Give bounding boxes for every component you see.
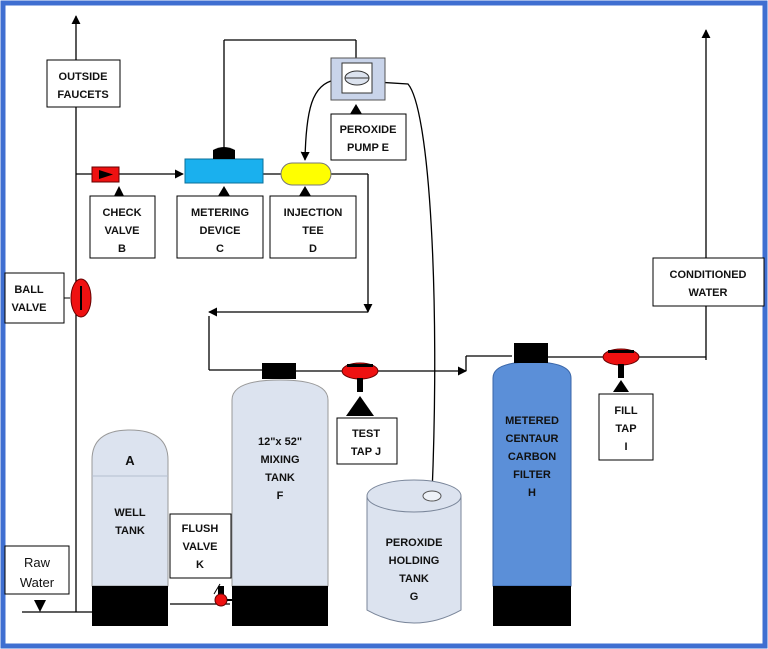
label-test-tap: TEST TAP J bbox=[336, 417, 398, 465]
carbon-filter-head bbox=[514, 343, 548, 363]
outside-faucets-line-1: OUTSIDE bbox=[59, 71, 108, 83]
test-tap-line-2: TAP J bbox=[351, 446, 381, 458]
fill-tap bbox=[602, 348, 640, 392]
label-injection-tee: INJECTION TEE D bbox=[269, 195, 357, 259]
ball-valve-line-1: BALL bbox=[14, 284, 44, 296]
carbon-filter-label-2: CENTAUR bbox=[506, 433, 559, 445]
carbon-filter-label-5: H bbox=[528, 487, 536, 499]
metering-device-line-3: C bbox=[216, 243, 224, 255]
flush-valve-line-2: VALVE bbox=[182, 541, 217, 553]
flush-valve-line-1: FLUSH bbox=[182, 523, 219, 535]
metering-device-line-1: METERING bbox=[191, 207, 249, 219]
label-flush-valve: FLUSH VALVE K bbox=[169, 513, 232, 579]
well-tank: A WELL TANK bbox=[91, 429, 169, 626]
mixing-tank-head bbox=[262, 363, 296, 379]
ball-valve-line-2: VALVE bbox=[11, 302, 46, 314]
metering-device-line-2: DEVICE bbox=[200, 225, 241, 237]
label-outside-faucets: OUTSIDE FAUCETS bbox=[46, 59, 121, 108]
raw-water-pointer bbox=[34, 600, 46, 612]
test-tap-line-1: TEST bbox=[352, 428, 380, 440]
holding-tank-label-2: HOLDING bbox=[389, 555, 440, 567]
outside-faucets-line-2: FAUCETS bbox=[57, 89, 108, 101]
mixing-tank: 12"x 52" MIXING TANK F bbox=[231, 363, 329, 626]
raw-water-line-1: Raw bbox=[24, 555, 51, 570]
mixing-tank-label-2: MIXING bbox=[260, 454, 299, 466]
well-tank-label-2: TANK bbox=[115, 525, 145, 537]
label-raw-water: Raw Water bbox=[4, 545, 70, 595]
fill-tap-line-2: TAP bbox=[615, 423, 636, 435]
peroxide-pump-line-1: PEROXIDE bbox=[340, 124, 397, 136]
mixing-tank-base bbox=[232, 586, 328, 626]
peroxide-pump bbox=[330, 57, 386, 114]
peroxide-pump-line-2: PUMP E bbox=[347, 142, 389, 154]
flush-valve-line-3: K bbox=[196, 559, 204, 571]
ball-valve bbox=[70, 278, 92, 318]
check-valve-line-3: B bbox=[118, 243, 126, 255]
holding-tank-label-4: G bbox=[410, 591, 419, 603]
injection-tee bbox=[280, 162, 332, 196]
label-check-valve: CHECK VALVE B bbox=[89, 195, 156, 259]
mixing-tank-label-1: 12"x 52" bbox=[258, 436, 302, 448]
raw-water-line-2: Water bbox=[20, 575, 55, 590]
injection-tee-line-1: INJECTION bbox=[284, 207, 343, 219]
piping bbox=[22, 15, 711, 613]
well-tank-letter: A bbox=[125, 453, 135, 468]
well-tank-base bbox=[92, 586, 168, 626]
check-valve-line-2: VALVE bbox=[104, 225, 139, 237]
label-ball-valve: BALL VALVE bbox=[4, 272, 70, 324]
label-metering-device: METERING DEVICE C bbox=[176, 195, 264, 259]
holding-tank-label-3: TANK bbox=[399, 573, 429, 585]
injection-tee-line-2: TEE bbox=[302, 225, 323, 237]
carbon-filter-base bbox=[493, 586, 571, 626]
check-valve-line-1: CHECK bbox=[102, 207, 141, 219]
mixing-tank-label-3: TANK bbox=[265, 472, 295, 484]
test-tap bbox=[341, 362, 379, 416]
well-tank-label-1: WELL bbox=[114, 507, 145, 519]
flush-valve bbox=[213, 583, 232, 607]
metering-device bbox=[184, 147, 264, 196]
peroxide-holding-tank: PEROXIDE HOLDING TANK G bbox=[366, 479, 462, 624]
fill-tap-line-3: I bbox=[624, 441, 627, 453]
conditioned-water-line-2: WATER bbox=[689, 287, 728, 299]
carbon-filter: METERED CENTAUR CARBON FILTER H bbox=[492, 343, 572, 626]
carbon-filter-label-1: METERED bbox=[505, 415, 559, 427]
carbon-filter-label-4: FILTER bbox=[513, 469, 551, 481]
conditioned-water-line-1: CONDITIONED bbox=[670, 269, 747, 281]
fill-tap-line-1: FILL bbox=[614, 405, 637, 417]
holding-tank-port bbox=[422, 490, 442, 502]
injection-tee-line-3: D bbox=[309, 243, 317, 255]
label-conditioned-water: CONDITIONED WATER bbox=[652, 257, 765, 307]
check-valve bbox=[91, 166, 124, 196]
mixing-tank-label-4: F bbox=[277, 490, 284, 502]
holding-tank-label-1: PEROXIDE bbox=[386, 537, 443, 549]
label-peroxide-pump: PEROXIDE PUMP E bbox=[330, 113, 407, 161]
carbon-filter-label-3: CARBON bbox=[508, 451, 556, 463]
label-fill-tap: FILL TAP I bbox=[598, 393, 654, 461]
